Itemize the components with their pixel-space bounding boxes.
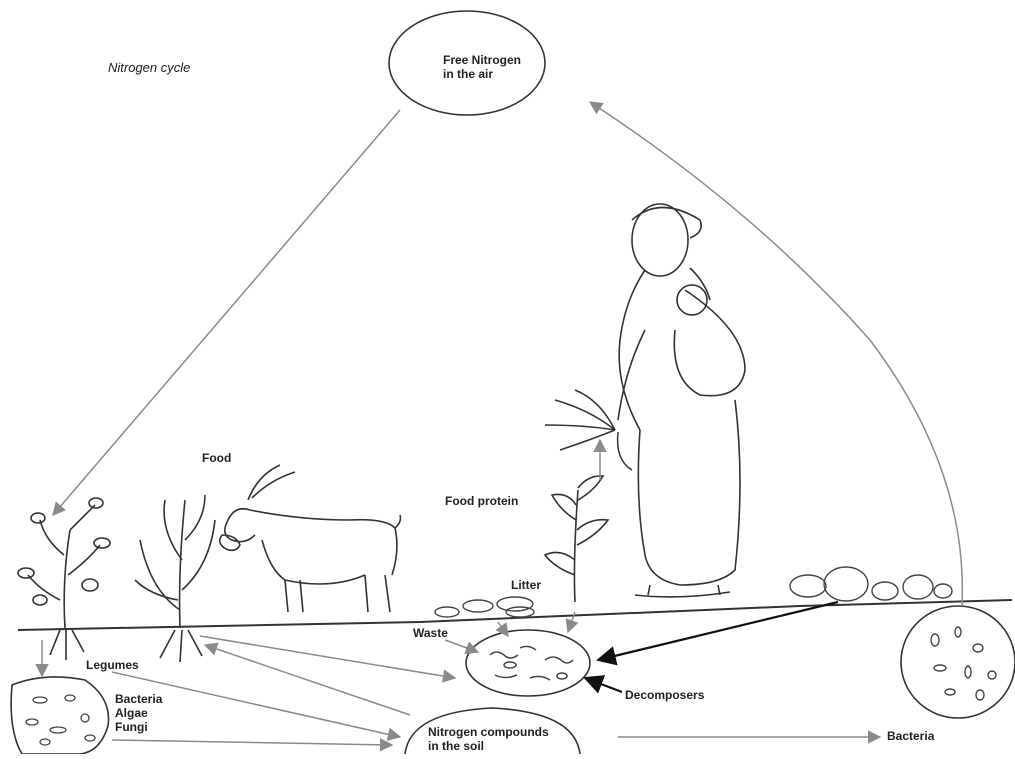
- seedling-icon: [543, 475, 610, 603]
- free-nitrogen-node: [388, 10, 546, 116]
- arrow-legumes-to-soil: [111, 671, 402, 741]
- microbes-line-2: Algae: [115, 706, 148, 720]
- bacteria-circle-right: [900, 605, 1015, 719]
- decomposer-circle: [465, 629, 591, 697]
- free-nitrogen-line-1: Free Nitrogen: [443, 53, 522, 67]
- soil-compounds-line-1: Nitrogen compounds: [428, 725, 549, 739]
- stones: [789, 566, 953, 602]
- arrow-fungi-to-soil: [111, 738, 394, 752]
- waste-label: Waste: [413, 626, 448, 640]
- arrow-plant-to-decomposers: [565, 611, 579, 634]
- ground-line: [17, 599, 1013, 631]
- harvested-greens-icon: [544, 389, 633, 471]
- soil-compounds-label: Nitrogen compounds in the soil: [428, 725, 549, 753]
- arrow-waste-to-decomposers: [444, 639, 480, 655]
- cycle-arrows: [35, 101, 964, 752]
- food-protein-label: Food protein: [445, 494, 519, 508]
- legume-plant-icon: [17, 497, 111, 660]
- microbes-label: Bacteria Algae Fungi: [115, 692, 162, 734]
- litter-pile: [434, 596, 535, 618]
- decomposers-label: Decomposers: [625, 688, 705, 702]
- diagram-title: Nitrogen cycle: [108, 60, 191, 75]
- microbes-line-3: Fungi: [115, 720, 148, 734]
- food-label: Food: [202, 451, 232, 465]
- arrow-decomposers-label: [583, 675, 623, 694]
- microbes-line-1: Bacteria: [115, 692, 163, 706]
- free-nitrogen-label: Free Nitrogen in the air: [443, 53, 521, 81]
- arrow-soil-to-grass: [203, 642, 411, 716]
- arrow-air-to-legume: [52, 109, 401, 517]
- litter-label: Litter: [511, 578, 541, 592]
- legumes-label: Legumes: [86, 658, 139, 672]
- goat-icon: [218, 464, 402, 613]
- arrow-stones-to-decomposers: [596, 600, 839, 666]
- bacteria-label: Bacteria: [887, 729, 935, 743]
- dark-arrows: [583, 600, 839, 694]
- grass-plant-icon: [134, 494, 216, 663]
- soil-compounds-node: [404, 707, 581, 755]
- soil-compounds-line-2: in the soil: [428, 739, 485, 753]
- arrow-grass-to-decomposers: [199, 635, 457, 683]
- woman-figure-icon: [617, 203, 746, 598]
- free-nitrogen-line-2: in the air: [443, 67, 494, 81]
- arrow-litter-to-decomposers: [495, 621, 509, 638]
- microbe-circle-left: [10, 676, 110, 755]
- arrow-bacteria-to-air: [588, 101, 964, 606]
